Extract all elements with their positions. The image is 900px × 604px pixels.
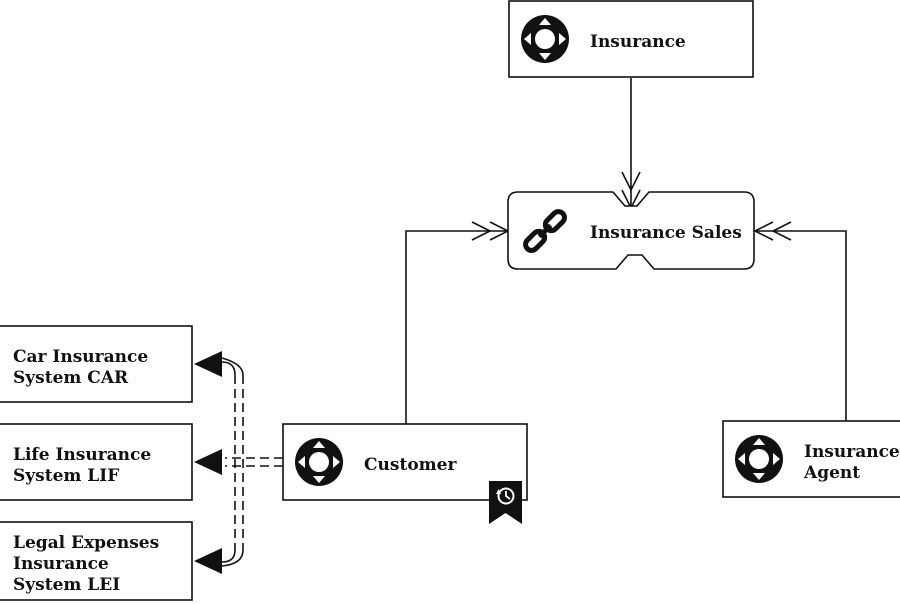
node-life-system[interactable]: Life Insurance System LIF xyxy=(0,423,193,501)
node-car-system-label-line1: Car Insurance xyxy=(13,347,148,367)
node-insurance-label: Insurance xyxy=(590,32,686,52)
entity-direction-icon xyxy=(295,438,343,486)
node-customer-label: Customer xyxy=(364,455,457,475)
edge-customer-to-sales xyxy=(405,221,510,424)
node-legal-system-label-line2: Insurance xyxy=(13,554,109,574)
node-insurance-sales-label: Insurance Sales xyxy=(590,223,742,243)
node-life-system-label-line1: Life Insurance xyxy=(13,445,151,465)
node-insurance-agent[interactable]: Insurance Agent xyxy=(722,420,900,498)
node-legal-system-label-line1: Legal Expenses xyxy=(13,533,159,553)
node-legal-system[interactable]: Legal Expenses Insurance System LEI xyxy=(0,521,193,601)
edge-agent-to-sales xyxy=(753,221,847,421)
entity-direction-icon xyxy=(521,15,569,63)
chain-link-icon xyxy=(523,209,567,253)
node-insurance-agent-label-line1: Insurance xyxy=(804,442,900,462)
node-customer[interactable]: Customer xyxy=(282,423,528,524)
arrowhead-car xyxy=(194,351,222,377)
edge-insurance-to-sales xyxy=(621,78,641,210)
arrowhead-life xyxy=(194,449,222,475)
node-car-system-label-line2: System CAR xyxy=(13,368,129,388)
node-legal-system-label-line3: System LEI xyxy=(13,575,120,595)
node-car-system[interactable]: Car Insurance System CAR xyxy=(0,325,193,403)
node-insurance[interactable]: Insurance xyxy=(508,0,754,78)
node-insurance-agent-label-line2: Agent xyxy=(803,463,860,483)
node-insurance-sales[interactable]: Insurance Sales xyxy=(507,191,755,270)
edge-customer-to-systems xyxy=(221,357,283,567)
entity-direction-icon xyxy=(735,435,783,483)
arrowhead-legal xyxy=(194,548,222,574)
history-bookmark-icon xyxy=(489,481,522,524)
node-life-system-label-line2: System LIF xyxy=(13,466,119,486)
